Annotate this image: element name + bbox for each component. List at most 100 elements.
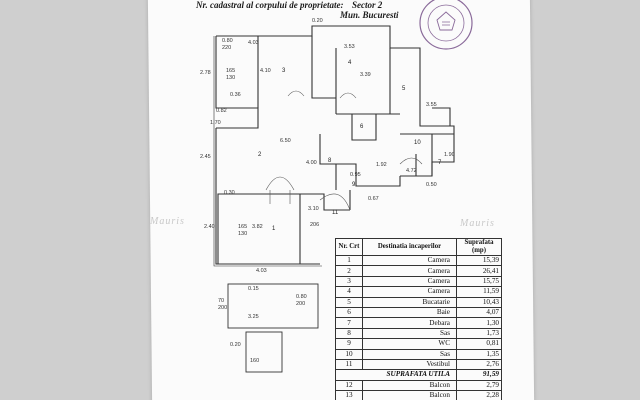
dim-label: 1.92 [376,162,387,168]
room-number: 7 [438,160,442,166]
nr-cell: 5 [335,296,363,308]
area-cell: 2,79 [456,379,502,392]
dim-label: 0.30 [224,190,235,196]
header-area: Suprafata (mp) [456,238,502,256]
nr-cell: 9 [335,338,363,350]
nr-cell: 12 [335,379,363,392]
nr-cell: 8 [335,327,363,340]
dim-label: 3.55 [426,102,437,108]
dim-label: 4.10 [260,68,271,74]
name-cell: Balcon [362,390,457,400]
room-number: 8 [328,158,332,164]
room-number: 4 [348,60,352,66]
dim-label: 4.03 [248,40,259,46]
nr-cell: 4 [335,286,363,298]
nr-cell: 1 [335,254,363,267]
total-value-cell: 91,59 [456,369,502,381]
name-cell: Baie [362,306,457,319]
dim-label: 0.50 [426,182,437,188]
dim-label: 130 [226,75,235,81]
dim-label: 0.67 [368,196,379,202]
area-cell: 1,73 [456,327,502,340]
dim-label: 200 [218,305,227,311]
area-cell: 26,41 [456,265,502,277]
name-cell: Sas [362,348,457,360]
room-number: 3 [282,68,286,74]
header-nr: Nr. Crt [335,238,363,256]
dim-label: 0.80 [222,38,233,44]
area-cell: 15,75 [456,275,502,288]
dim-label: 0.82 [216,108,227,114]
dim-label: 160 [250,358,259,364]
nr-cell: 3 [335,275,363,288]
area-cell: 4,07 [456,306,502,319]
table-header-row: Nr. Crt Destinatia incaperilor Suprafata… [335,238,502,256]
heading-sector: Sector 2 [352,0,383,10]
dim-label: 1.90 [444,152,455,158]
heading-city: Mun. Bucuresti [340,10,399,20]
dim-label: 6.50 [280,138,291,144]
dim-label: 4.72 [406,168,417,174]
dim-label: 0.95 [350,172,361,178]
total-label-cell: SUPRAFATA UTILA [335,369,457,381]
area-cell: 2,28 [456,390,502,400]
dim-label: 4.00 [306,160,317,166]
dim-label: 0.20 [230,342,241,348]
dim-label: 2.40 [204,224,215,230]
name-cell: Camera [362,265,457,277]
watermark: Mauris [460,218,495,229]
nr-cell: 6 [335,306,363,319]
stamp-seal-icon [419,0,473,50]
name-cell: Balcon [362,379,457,392]
areas-table: Nr. Crt Destinatia incaperilor Suprafata… [335,238,502,400]
header-destination: Destinatia incaperilor [362,238,457,256]
room-number: 11 [332,210,339,216]
area-cell: 0,81 [456,338,502,350]
room-number: 10 [414,140,421,146]
heading-cadastral: Nr. cadastral al corpului de proprietate… [196,0,344,10]
dim-label: 3.25 [248,314,259,320]
dim-label: 3.10 [308,206,319,212]
nr-cell: 7 [335,317,363,329]
dim-label: 4.03 [256,268,267,274]
dim-label: 3.82 [252,224,263,230]
nr-cell: 11 [335,358,363,371]
name-cell: WC [362,338,457,350]
name-cell: Camera [362,254,457,267]
dim-label: 200 [296,301,305,307]
dim-label: 2.45 [200,154,211,160]
area-cell: 15,39 [456,254,502,267]
dim-label: 0.80 [296,294,307,300]
name-cell: Debara [362,317,457,329]
dim-label: 3.53 [344,44,355,50]
area-cell: 2,76 [456,358,502,371]
name-cell: Camera [362,275,457,288]
area-cell: 1,30 [456,317,502,329]
dim-label: 220 [222,45,231,51]
name-cell: Camera [362,286,457,298]
nr-cell: 2 [335,265,363,277]
dim-label: 165 [226,68,235,74]
dim-label: 165 [238,224,247,230]
room-number: 5 [402,86,406,92]
watermark: Mauris [150,216,185,227]
nr-cell: 13 [335,390,363,400]
area-cell: 11,59 [456,286,502,298]
name-cell: Sas [362,327,457,340]
room-number: 1 [272,226,276,232]
dim-label: 3.39 [360,72,371,78]
area-cell: 1,35 [456,348,502,360]
dim-label: 1.70 [210,120,221,126]
dim-label: 0.36 [230,92,241,98]
